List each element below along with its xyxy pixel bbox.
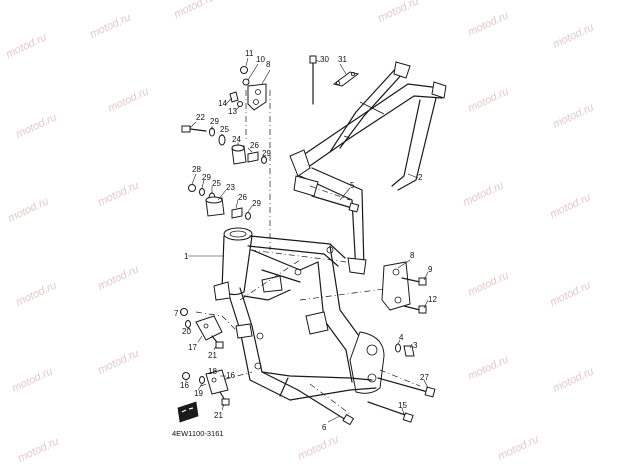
callout-30: 30 <box>320 55 329 64</box>
callout-12: 12 <box>428 295 437 304</box>
watermark-layer: motod.ru motod.ru motod.ru motod.ru moto… <box>4 0 595 465</box>
callout-19: 19 <box>194 389 203 398</box>
watermark: motod.ru <box>96 263 140 292</box>
callout-7: 7 <box>174 309 179 318</box>
watermark: motod.ru <box>461 179 505 208</box>
callout-25-upper: 25 <box>220 125 229 134</box>
watermark: motod.ru <box>296 433 340 462</box>
callout-24: 24 <box>232 135 241 144</box>
callout-11: 11 <box>245 49 254 58</box>
centerline <box>195 311 237 331</box>
watermark: motod.ru <box>10 365 54 394</box>
callout-21-lower: 21 <box>214 411 223 420</box>
centerline <box>309 383 351 415</box>
watermark: motod.ru <box>14 279 58 308</box>
callout-20: 20 <box>182 327 191 336</box>
lower-left-brackets <box>180 308 230 406</box>
callout-16-right: 16 <box>226 371 235 380</box>
callout-29-d: 29 <box>252 199 261 208</box>
callout-2: 2 <box>418 173 423 182</box>
watermark: motod.ru <box>6 195 50 224</box>
callout-13: 13 <box>228 107 237 116</box>
callout-10: 10 <box>256 55 265 64</box>
watermark: motod.ru <box>14 111 58 140</box>
callout-18: 18 <box>208 367 217 376</box>
callout-14: 14 <box>218 99 227 108</box>
watermark: motod.ru <box>96 347 140 376</box>
pivot-bolt-27 <box>377 377 436 398</box>
callout-27: 27 <box>420 373 429 382</box>
bolt-5 <box>311 195 360 213</box>
watermark: motod.ru <box>16 435 60 464</box>
bolt-15 <box>367 401 414 423</box>
watermark: motod.ru <box>466 269 510 298</box>
centerline <box>249 249 347 263</box>
watermark: motod.ru <box>96 179 140 208</box>
callout-17: 17 <box>188 343 197 352</box>
callout-25-lower: 25 <box>212 179 221 188</box>
top-bolt-and-stay <box>309 55 360 105</box>
callout-15: 15 <box>398 401 407 410</box>
frame-number-plate-icon <box>177 401 199 423</box>
watermark: motod.ru <box>548 279 592 308</box>
centerline <box>309 185 351 201</box>
bolt-6 <box>297 389 355 426</box>
callout-16-left: 16 <box>180 381 189 390</box>
callout-5: 5 <box>350 181 355 190</box>
callout-6: 6 <box>322 423 327 432</box>
watermark: motod.ru <box>106 85 150 114</box>
drawing-code: 4EW1100-3161 <box>172 429 224 438</box>
callout-21-upper: 21 <box>208 351 217 360</box>
callout-26-upper: 26 <box>250 141 259 150</box>
watermark: motod.ru <box>496 433 540 462</box>
centerline <box>199 371 253 387</box>
watermark: motod.ru <box>466 85 510 114</box>
watermark: motod.ru <box>466 9 510 38</box>
centerline <box>379 369 421 387</box>
callout-9: 9 <box>428 265 433 274</box>
leader-lines <box>180 57 429 423</box>
watermark: motod.ru <box>551 21 595 50</box>
watermark: motod.ru <box>376 0 420 25</box>
watermark: motod.ru <box>88 11 132 40</box>
watermark: motod.ru <box>551 101 595 130</box>
callout-29-a: 29 <box>210 117 219 126</box>
callout-labels: 1 2 3 4 5 6 7 8 8 9 10 11 12 13 14 15 16… <box>174 49 437 432</box>
right-engine-bracket <box>381 261 427 314</box>
callout-3: 3 <box>413 341 418 350</box>
callout-4: 4 <box>399 333 404 342</box>
rear-subframe <box>289 61 447 275</box>
callout-31: 31 <box>338 55 347 64</box>
callout-22: 22 <box>196 113 205 122</box>
callout-23: 23 <box>226 183 235 192</box>
watermark: motod.ru <box>551 365 595 394</box>
callout-29-c: 29 <box>202 173 211 182</box>
watermark: motod.ru <box>172 0 216 21</box>
callout-8-right: 8 <box>410 251 415 260</box>
watermark: motod.ru <box>466 353 510 382</box>
callout-28: 28 <box>192 165 201 174</box>
callout-29-b: 29 <box>262 149 271 158</box>
callout-8-upper: 8 <box>266 60 271 69</box>
watermark: motod.ru <box>4 31 48 60</box>
engine-mount-upper-parts <box>181 66 267 220</box>
callout-1: 1 <box>184 252 189 261</box>
watermark: motod.ru <box>548 191 592 220</box>
centerline <box>299 287 393 301</box>
callout-26-lower: 26 <box>238 193 247 202</box>
pivot-nut-washer <box>395 343 415 357</box>
main-frame <box>213 227 385 401</box>
